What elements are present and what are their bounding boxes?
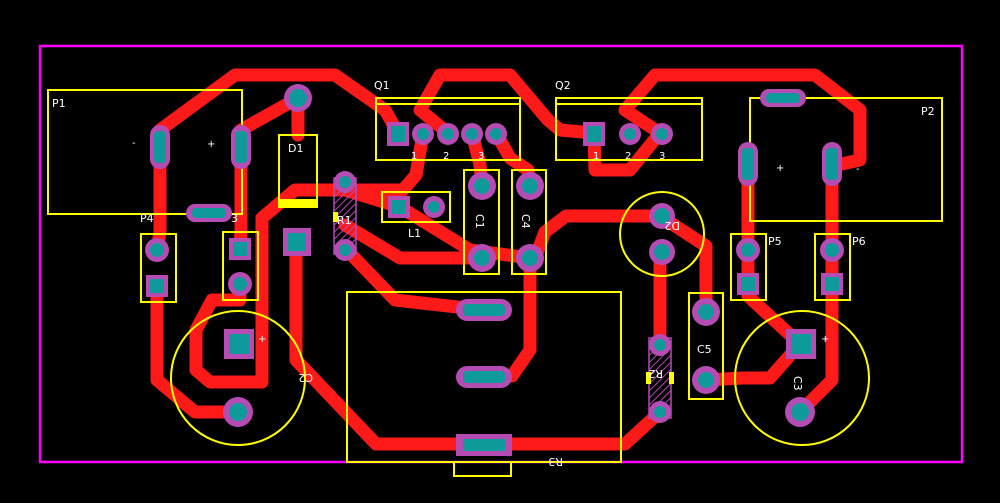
label-c3: C3 bbox=[791, 376, 804, 391]
p1-plus-sign: + bbox=[207, 139, 215, 150]
l1-outline bbox=[381, 191, 451, 223]
r3-tab bbox=[453, 461, 512, 477]
c1-outline bbox=[463, 169, 500, 275]
label-c5: C5 bbox=[697, 343, 712, 356]
silkscreen bbox=[47, 89, 943, 477]
c3-outline bbox=[734, 310, 870, 446]
label-c4: C4 bbox=[519, 214, 532, 229]
component-labels: P1 P2 3 P4 P5 P6 D1 Q1 Q2 L1 C5 R1 C1 C4… bbox=[52, 79, 935, 468]
r2-marker-right bbox=[669, 372, 674, 384]
q2-outline bbox=[555, 97, 703, 161]
c3-plus-sign: + bbox=[821, 334, 829, 345]
d2-outline bbox=[619, 191, 705, 277]
label-p3: 3 bbox=[231, 212, 238, 225]
label-q1: Q1 bbox=[374, 79, 390, 92]
p1-outline bbox=[47, 89, 243, 215]
c2-outline bbox=[170, 310, 306, 446]
q1-outline bbox=[375, 97, 521, 161]
pads bbox=[145, 84, 844, 456]
q2-pin1-label: 1 bbox=[593, 151, 599, 162]
r1-marker bbox=[333, 212, 338, 222]
d1-band bbox=[279, 199, 317, 207]
q1-pin2-label: 2 bbox=[443, 151, 449, 162]
label-r3: R3 bbox=[548, 455, 563, 468]
r2-marker-left bbox=[646, 372, 651, 384]
label-p4: P4 bbox=[140, 212, 154, 225]
label-c2: C2 bbox=[298, 371, 313, 384]
p3-outline bbox=[222, 231, 259, 301]
label-p1: P1 bbox=[52, 97, 66, 110]
q1-pin1-label: 1 bbox=[411, 151, 417, 162]
q2-pin3-label: 3 bbox=[659, 151, 665, 162]
p2-minus-sign: - bbox=[856, 164, 860, 175]
c5-outline bbox=[688, 292, 724, 400]
label-p5: P5 bbox=[768, 235, 782, 248]
p5-outline bbox=[730, 233, 767, 301]
label-r2: R2 bbox=[648, 367, 663, 380]
label-q2: Q2 bbox=[555, 79, 571, 92]
label-p6: P6 bbox=[852, 235, 866, 248]
c4-outline bbox=[511, 169, 547, 275]
label-l1: L1 bbox=[408, 227, 421, 240]
p4-outline bbox=[140, 233, 177, 303]
resistor-bodies bbox=[333, 177, 674, 419]
c2-plus-sign: + bbox=[258, 334, 266, 345]
p6-outline bbox=[814, 233, 851, 301]
p1-minus-sign: - bbox=[132, 138, 136, 149]
q1-pin3-label: 3 bbox=[478, 151, 484, 162]
label-r1: R1 bbox=[337, 214, 352, 227]
q2-pin2-label: 2 bbox=[625, 151, 631, 162]
label-p2: P2 bbox=[921, 105, 935, 118]
label-c1: C1 bbox=[473, 214, 486, 229]
label-d1: D1 bbox=[288, 142, 303, 155]
p2-plus-sign: + bbox=[776, 163, 784, 174]
label-d2: D2 bbox=[665, 219, 680, 232]
